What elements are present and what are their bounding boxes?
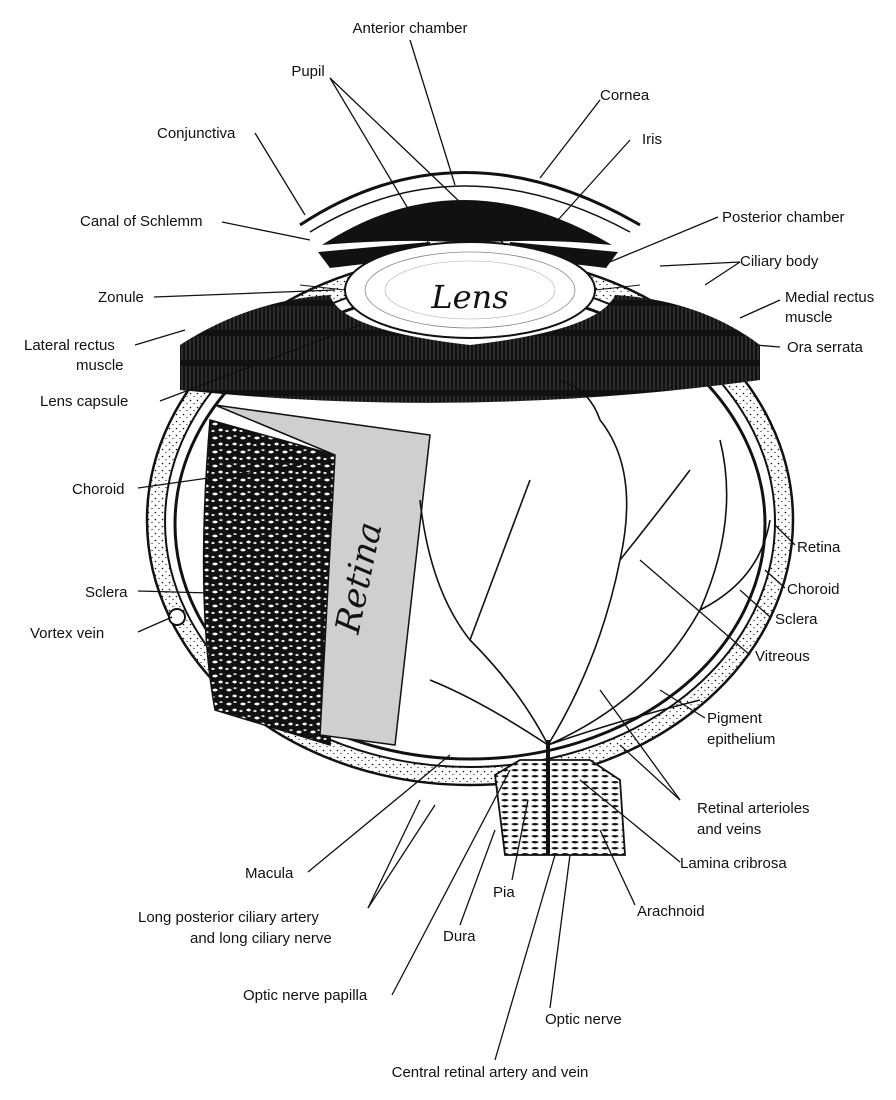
label-optic-papilla: Optic nerve papilla (243, 987, 368, 1004)
labels: Anterior chamber Pupil Cornea Conjunctiv… (24, 20, 874, 1081)
label-retinal-av-1: Retinal arterioles (697, 800, 810, 817)
label-iris: Iris (642, 131, 662, 148)
label-anterior-chamber: Anterior chamber (352, 20, 467, 37)
lens-rings (364, 251, 576, 329)
ciliary-dark-band (180, 295, 760, 403)
zonule-fibers-2 (594, 284, 641, 291)
label-zonule: Zonule (98, 289, 144, 306)
label-conjunctiva: Conjunctiva (157, 125, 236, 142)
label-posterior-chamber: Posterior chamber (722, 209, 845, 226)
choroid-panel (202, 419, 336, 747)
leader-lines (134, 39, 796, 1061)
label-lateral-rectus-1: Lateral rectus (24, 337, 115, 354)
label-canal-of-schlemm: Canal of Schlemm (80, 213, 203, 230)
anterior-chamber (322, 200, 612, 245)
cornea-inner (309, 185, 631, 233)
label-ciliary-body: Ciliary body (740, 253, 819, 270)
label-pia: Pia (493, 884, 515, 901)
label-choroid-left: Choroid (72, 481, 125, 498)
label-medial-rectus-1: Medial rectus (785, 289, 874, 306)
optic-nerve (494, 759, 626, 856)
retinal-vessels (419, 379, 771, 746)
label-sclera-right: Sclera (775, 611, 818, 628)
label-lamina-cribrosa: Lamina cribrosa (680, 855, 787, 872)
label-arachnoid: Arachnoid (637, 903, 705, 920)
label-sclera-left: Sclera (85, 584, 128, 601)
label-lens-capsule: Lens capsule (40, 393, 128, 410)
label-long-ciliary-1: Long posterior ciliary artery (138, 909, 319, 926)
lens-rings-2 (384, 260, 556, 320)
label-ora-serrata: Ora serrata (787, 339, 864, 356)
label-choroid-right: Choroid (787, 581, 840, 598)
zonule-fibers (299, 284, 346, 291)
label-central-retinal: Central retinal artery and vein (392, 1064, 589, 1081)
label-retina-right: Retina (797, 539, 841, 556)
label-pigment-1: Pigment (707, 710, 763, 727)
label-vitreous: Vitreous (755, 648, 810, 665)
label-pigment-2: epithelium (707, 731, 775, 748)
label-vortex-vein: Vortex vein (30, 625, 104, 642)
label-lateral-rectus-2: muscle (76, 357, 124, 374)
label-retinal-av-2: and veins (697, 821, 761, 838)
lens-label: Lens (430, 278, 508, 316)
vortex-vein (168, 608, 186, 626)
label-cornea: Cornea (600, 87, 650, 104)
cornea (299, 171, 641, 227)
label-long-ciliary-2: and long ciliary nerve (190, 930, 332, 947)
label-macula: Macula (245, 865, 294, 882)
label-dura: Dura (443, 928, 476, 945)
label-pupil: Pupil (291, 63, 324, 80)
label-medial-rectus-2: muscle (785, 309, 833, 326)
retina-flap (214, 404, 431, 746)
label-optic-nerve: Optic nerve (545, 1011, 622, 1028)
